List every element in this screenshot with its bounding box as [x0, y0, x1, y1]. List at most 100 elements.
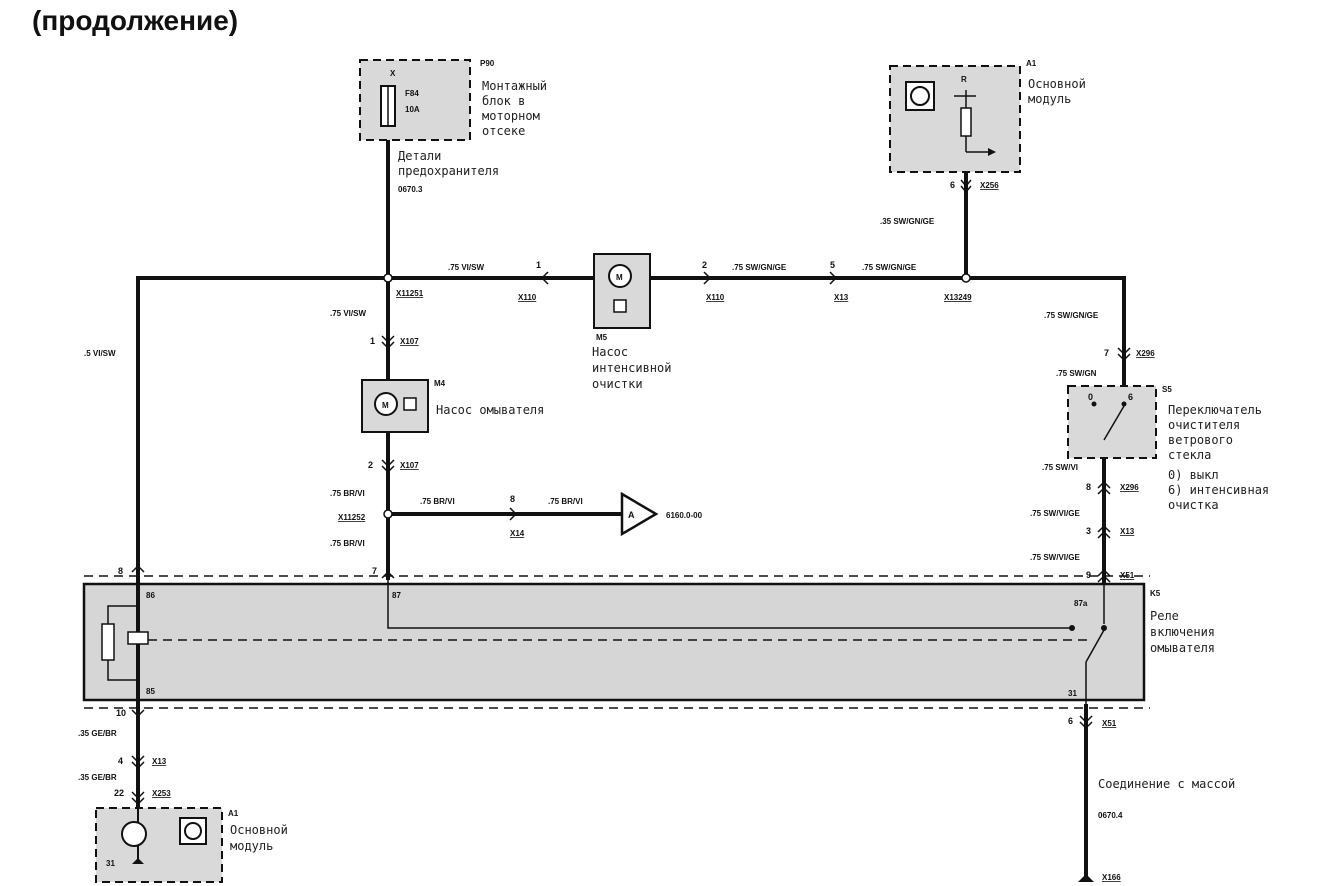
module-bottom-desc-2: модуль	[230, 839, 273, 853]
x107-pin1: 1	[370, 336, 375, 346]
module-top-id: A1	[1026, 59, 1037, 68]
splice-x11252	[383, 509, 393, 519]
x13-label-top: X13	[834, 293, 849, 302]
wire-label-brvi-3: .75 BR/VI	[420, 497, 455, 506]
switch-contact-icon	[1103, 405, 1125, 441]
fuse-block-desc-4: отсеке	[482, 124, 525, 138]
x13249-label: X13249	[944, 293, 972, 302]
module-bottom-pin31: 31	[106, 859, 115, 868]
ground-ref: 0670.4	[1098, 811, 1123, 820]
module-top-desc-1: Основной	[1028, 77, 1086, 91]
splice-x13249	[961, 273, 971, 283]
offpage-triangle-icon	[620, 491, 659, 537]
x51-pin6: 6	[1068, 716, 1073, 726]
x253-pin: 22	[114, 788, 124, 798]
x14-pin: 8	[510, 494, 515, 504]
pump-m5-desc-2: интенсивной	[592, 361, 671, 375]
wire-label-swvi: .75 SW/VI	[1042, 463, 1078, 472]
offpage-letter: A	[628, 510, 635, 520]
x13-label-right: X13	[1120, 527, 1135, 536]
x253-label: X253	[152, 789, 171, 798]
switch-desc-7: очистка	[1168, 498, 1219, 512]
offpage-ref: 6160.0-00	[666, 511, 703, 520]
switch-desc-2: очистителя	[1168, 418, 1240, 432]
module-bottom-icon	[179, 817, 207, 845]
pump-m4-desc: Насос омывателя	[436, 403, 544, 417]
ground-icon	[1078, 874, 1094, 882]
x107-label-top: X107	[400, 337, 419, 346]
x296-pin8: 8	[1086, 482, 1091, 492]
switch-pin6: 6	[1128, 392, 1133, 402]
relay-desc-2: включения	[1150, 625, 1215, 639]
x296-label-top: X296	[1136, 349, 1155, 358]
relay-desc-3: омывателя	[1150, 641, 1215, 655]
main-module-top: R A1 Основной модуль	[889, 59, 1086, 173]
x13-pin5: 5	[830, 260, 835, 270]
switch-desc-1: Переключатель	[1168, 403, 1262, 417]
x296-pin7: 7	[1104, 348, 1109, 358]
x110-label-left: X110	[518, 293, 537, 302]
x110-pin2: 2	[702, 260, 707, 270]
wire-label-m5-out: .75 SW/GN/GE	[732, 263, 787, 272]
fuse-amperage: 10A	[405, 105, 420, 114]
fuse-block-box	[359, 59, 471, 141]
washer-pump-m4: M M4 Насос омывателя	[361, 379, 544, 433]
wire-label-gebr-2: .35 GE/BR	[78, 773, 117, 782]
svg-text:M: M	[382, 401, 389, 410]
relay-pin86: 86	[146, 591, 155, 600]
wiper-switch-s5: 0 6 S5 Переключатель очистителя ветровог…	[1067, 385, 1269, 512]
relay-pin87a: 87a	[1074, 599, 1088, 608]
relay-contact-icon	[1085, 629, 1105, 663]
fuse-block-p90: X F84 10A P90 Монтажный блок в моторном …	[359, 59, 547, 194]
fuse-ref: 0670.3	[398, 185, 423, 194]
switch-id: S5	[1162, 385, 1172, 394]
washer-motor-icon	[374, 392, 398, 416]
fuse-details-1: Детали	[398, 149, 441, 163]
fuse-block-desc-3: моторном	[482, 109, 540, 123]
wire-label-swgn: .75 SW/GN	[1056, 369, 1097, 378]
x13-label-left: X13	[152, 757, 167, 766]
transistor-icon	[121, 821, 147, 847]
switch-desc-4: стекла	[1168, 448, 1211, 462]
resistor-icon	[960, 107, 972, 137]
pump-m5-id: M5	[596, 333, 608, 342]
fuse-block-id: P90	[480, 59, 495, 68]
fuse-number: F84	[405, 89, 419, 98]
wire-label-swvige-2: .75 SW/VI/GE	[1030, 553, 1080, 562]
x14-label: X14	[510, 529, 525, 538]
x51-label-bottom: X51	[1102, 719, 1117, 728]
x107-pin2: 2	[368, 460, 373, 470]
module-top-desc-2: модуль	[1028, 92, 1071, 106]
switch-pin0: 0	[1088, 392, 1093, 402]
switch-desc-6: 6) интенсивная	[1168, 483, 1269, 497]
x110-pin1: 1	[536, 260, 541, 270]
x51-pin9: 9	[1086, 570, 1091, 580]
wire-label-brvi-2: .75 BR/VI	[330, 539, 365, 548]
motor-icon	[608, 264, 632, 288]
wire-label-swvige-1: .75 SW/VI/GE	[1030, 509, 1080, 518]
wire-label-top-visw: .75 VI/SW	[448, 263, 484, 272]
main-module-bottom: 31 A1 Основной модуль	[95, 807, 288, 883]
switch-desc-5: 0) выкл	[1168, 468, 1219, 482]
svg-text:M: M	[616, 273, 623, 282]
x256-pin: 6	[950, 180, 955, 190]
module-bottom-desc-1: Основной	[230, 823, 288, 837]
relay-pin85: 85	[146, 687, 155, 696]
relay-conn-pin7: 7	[372, 566, 377, 576]
relay-desc-1: Реле	[1150, 609, 1179, 623]
splice-x11251	[383, 273, 393, 283]
ground-conn-label: X166	[1102, 873, 1121, 882]
module-top-pin: R	[961, 75, 967, 84]
wire-label-gebr-1: .35 GE/BR	[78, 729, 117, 738]
wire-label-bus-right: .75 SW/GN/GE	[862, 263, 917, 272]
module-bottom-id: A1	[228, 809, 239, 818]
relay-coil-icon	[101, 623, 115, 661]
wire-label-m4-in: .75 VI/SW	[330, 309, 366, 318]
x11251-label: X11251	[396, 289, 424, 298]
pump-m5-desc-1: Насос	[592, 345, 628, 359]
washer-relay-k5: 8 7 86 85 87 87a 31 K5 Реле включения ом…	[82, 564, 1215, 709]
relay-conn-pin10: 10	[116, 708, 126, 718]
x110-label-right: X110	[706, 293, 725, 302]
fuse-block-desc-2: блок в	[482, 94, 525, 108]
